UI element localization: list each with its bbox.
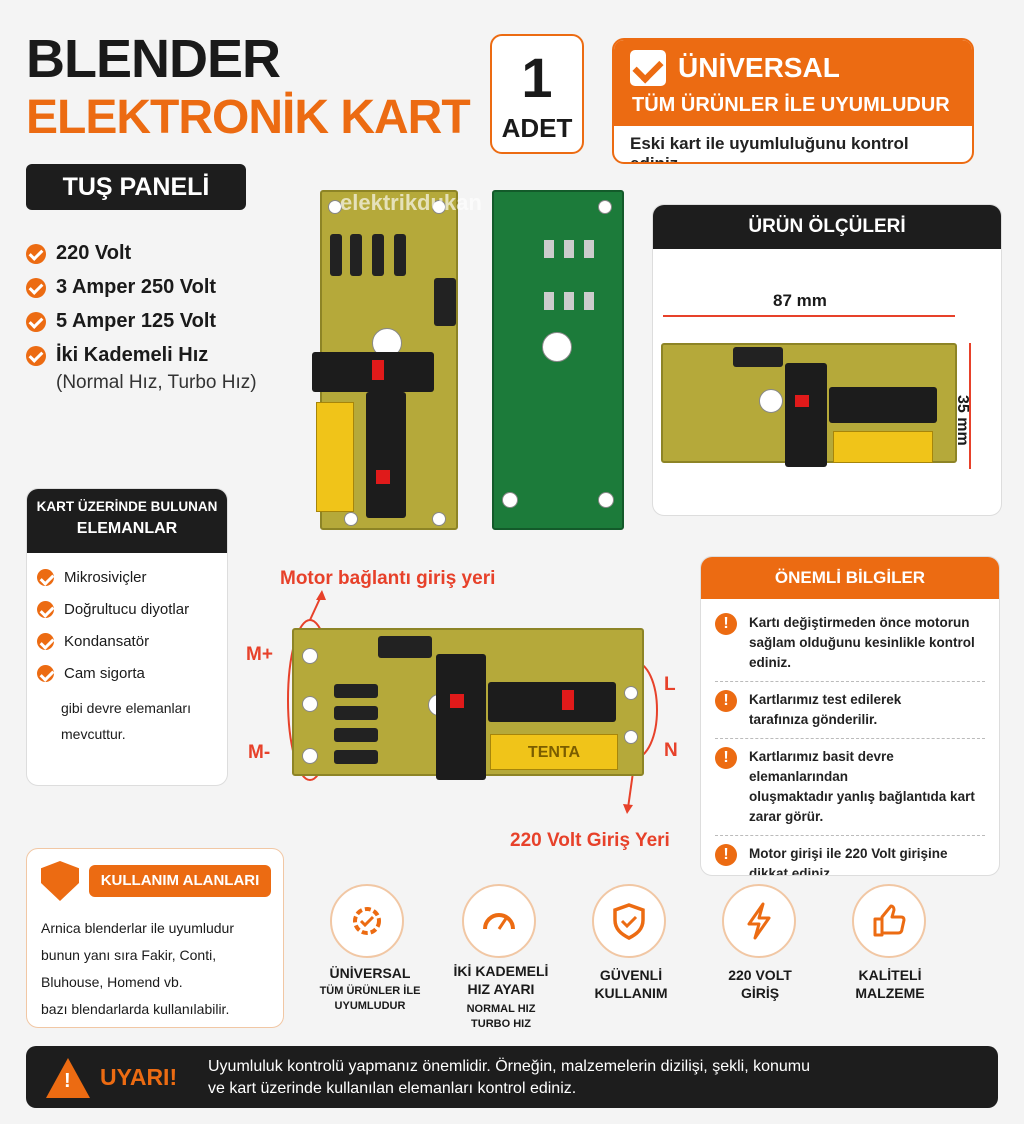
check-icon [26, 345, 46, 366]
components-title-2: ELEMANLAR [76, 520, 178, 537]
exclamation-icon: ! [715, 613, 737, 635]
pcb-front-image [312, 190, 458, 530]
feature-item: İki Kademeli Hız [26, 344, 306, 367]
important-info-box: ÖNEMLİ BİLGİLER !Kartı değiştirmeden önc… [700, 556, 1000, 876]
feature-icon-safe [592, 884, 670, 958]
exclamation-icon: ! [715, 747, 737, 769]
component-item: Doğrultucu diyotlar [37, 601, 227, 618]
exclamation-icon: ! [715, 844, 737, 866]
warning-bar: ! UYARI! Uyumluluk kontrolü yapmanız öne… [26, 1046, 998, 1108]
power-input-label: 220 Volt Giriş Yeri [510, 830, 670, 851]
quantity-badge: 1 ADET [490, 34, 584, 154]
feature-sub: (Normal Hız, Turbo Hız) [56, 372, 257, 393]
pcb-wiring-image: TENTA [292, 628, 644, 780]
m-minus-label: M- [248, 742, 271, 763]
gear-check-icon [330, 884, 404, 958]
icon-label: GÜVENLİ KULLANIM [594, 967, 668, 1001]
checkbox-icon [630, 50, 666, 86]
feature-item: 3 Amper 250 Volt [26, 276, 306, 299]
icon-label: ÜNİVERSAL [329, 965, 411, 981]
quantity-number: 1 [521, 46, 553, 109]
dimension-width: 87 mm [773, 291, 827, 310]
feature-icon-universal [330, 884, 408, 958]
speedometer-icon [462, 884, 536, 958]
check-icon [37, 569, 54, 586]
icon-label: KALİTELİ MALZEME [855, 967, 925, 1001]
warning-text: Uyumluluk kontrolü yapmanız önemlidir. Ö… [208, 1058, 811, 1097]
icon-label: 220 VOLT GİRİŞ [728, 967, 792, 1001]
components-title-1: KART ÜZERİNDE BULUNAN [36, 499, 218, 514]
exclamation-icon: ! [715, 690, 737, 712]
components-box: KART ÜZERİNDE BULUNAN ELEMANLAR Mikrosiv… [26, 488, 228, 786]
feature-icon-speed [462, 884, 540, 958]
icon-label: İKİ KADEMELİ HIZ AYARI [453, 963, 549, 997]
shield-icon [41, 861, 79, 901]
check-icon [37, 601, 54, 618]
universal-box: ÜNİVERSAL TÜM ÜRÜNLER İLE UYUMLUDUR Eski… [612, 38, 974, 164]
check-icon [26, 243, 46, 264]
lightning-icon [722, 884, 796, 958]
universal-subtitle: TÜM ÜRÜNLER İLE UYUMLUDUR [632, 94, 950, 116]
component-item: Cam sigorta [37, 665, 227, 682]
thumbs-up-icon [852, 884, 926, 958]
pcb-brand: TENTA [527, 744, 581, 761]
check-icon [37, 665, 54, 682]
subtitle-pill: TUŞ PANELİ [26, 164, 246, 210]
m-plus-label: M+ [246, 644, 273, 665]
quantity-unit: ADET [501, 113, 573, 143]
dimension-height-line [969, 343, 971, 469]
components-footer: gibi devre elemanları mevcuttur. [61, 700, 191, 742]
warning-label: UYARI! [100, 1064, 178, 1090]
n-label: N [664, 740, 678, 761]
dimensions-box: ÜRÜN ÖLÇÜLERİ 87 mm 35 mm [652, 204, 1002, 516]
pcb-back-image [492, 190, 624, 530]
feature-icon-voltage [722, 884, 800, 958]
check-icon [37, 633, 54, 650]
watermark: elektrikdukan [340, 190, 482, 215]
usage-text: Arnica blenderlar ile uyumludur bunun ya… [41, 920, 234, 1017]
component-item: Kondansatör [37, 633, 227, 650]
feature-item: 220 Volt [26, 242, 306, 265]
dimension-width-line [663, 315, 955, 317]
important-title: ÖNEMLİ BİLGİLER [701, 557, 999, 599]
usage-title: KULLANIM ALANLARI [89, 865, 271, 897]
universal-title: ÜNİVERSAL [678, 52, 840, 83]
title-blender: BLENDER [26, 29, 281, 89]
motor-input-label: Motor bağlantı giriş yeri [280, 568, 496, 589]
usage-box: KULLANIM ALANLARI Arnica blenderlar ile … [26, 848, 284, 1028]
pcb-dimension-image [661, 343, 957, 467]
check-icon [26, 311, 46, 332]
universal-note: Eski kart ile uyumluluğunu kontrol edini… [630, 134, 909, 164]
title-elektronik-kart: ELEKTRONİK KART [26, 91, 471, 144]
l-label: L [664, 674, 676, 695]
component-item: Mikrosiviçler [37, 569, 227, 586]
check-icon [26, 277, 46, 298]
feature-icon-quality [852, 884, 930, 958]
dimensions-title: ÜRÜN ÖLÇÜLERİ [653, 205, 1001, 249]
shield-check-icon [592, 884, 666, 958]
feature-item: 5 Amper 125 Volt [26, 310, 306, 333]
